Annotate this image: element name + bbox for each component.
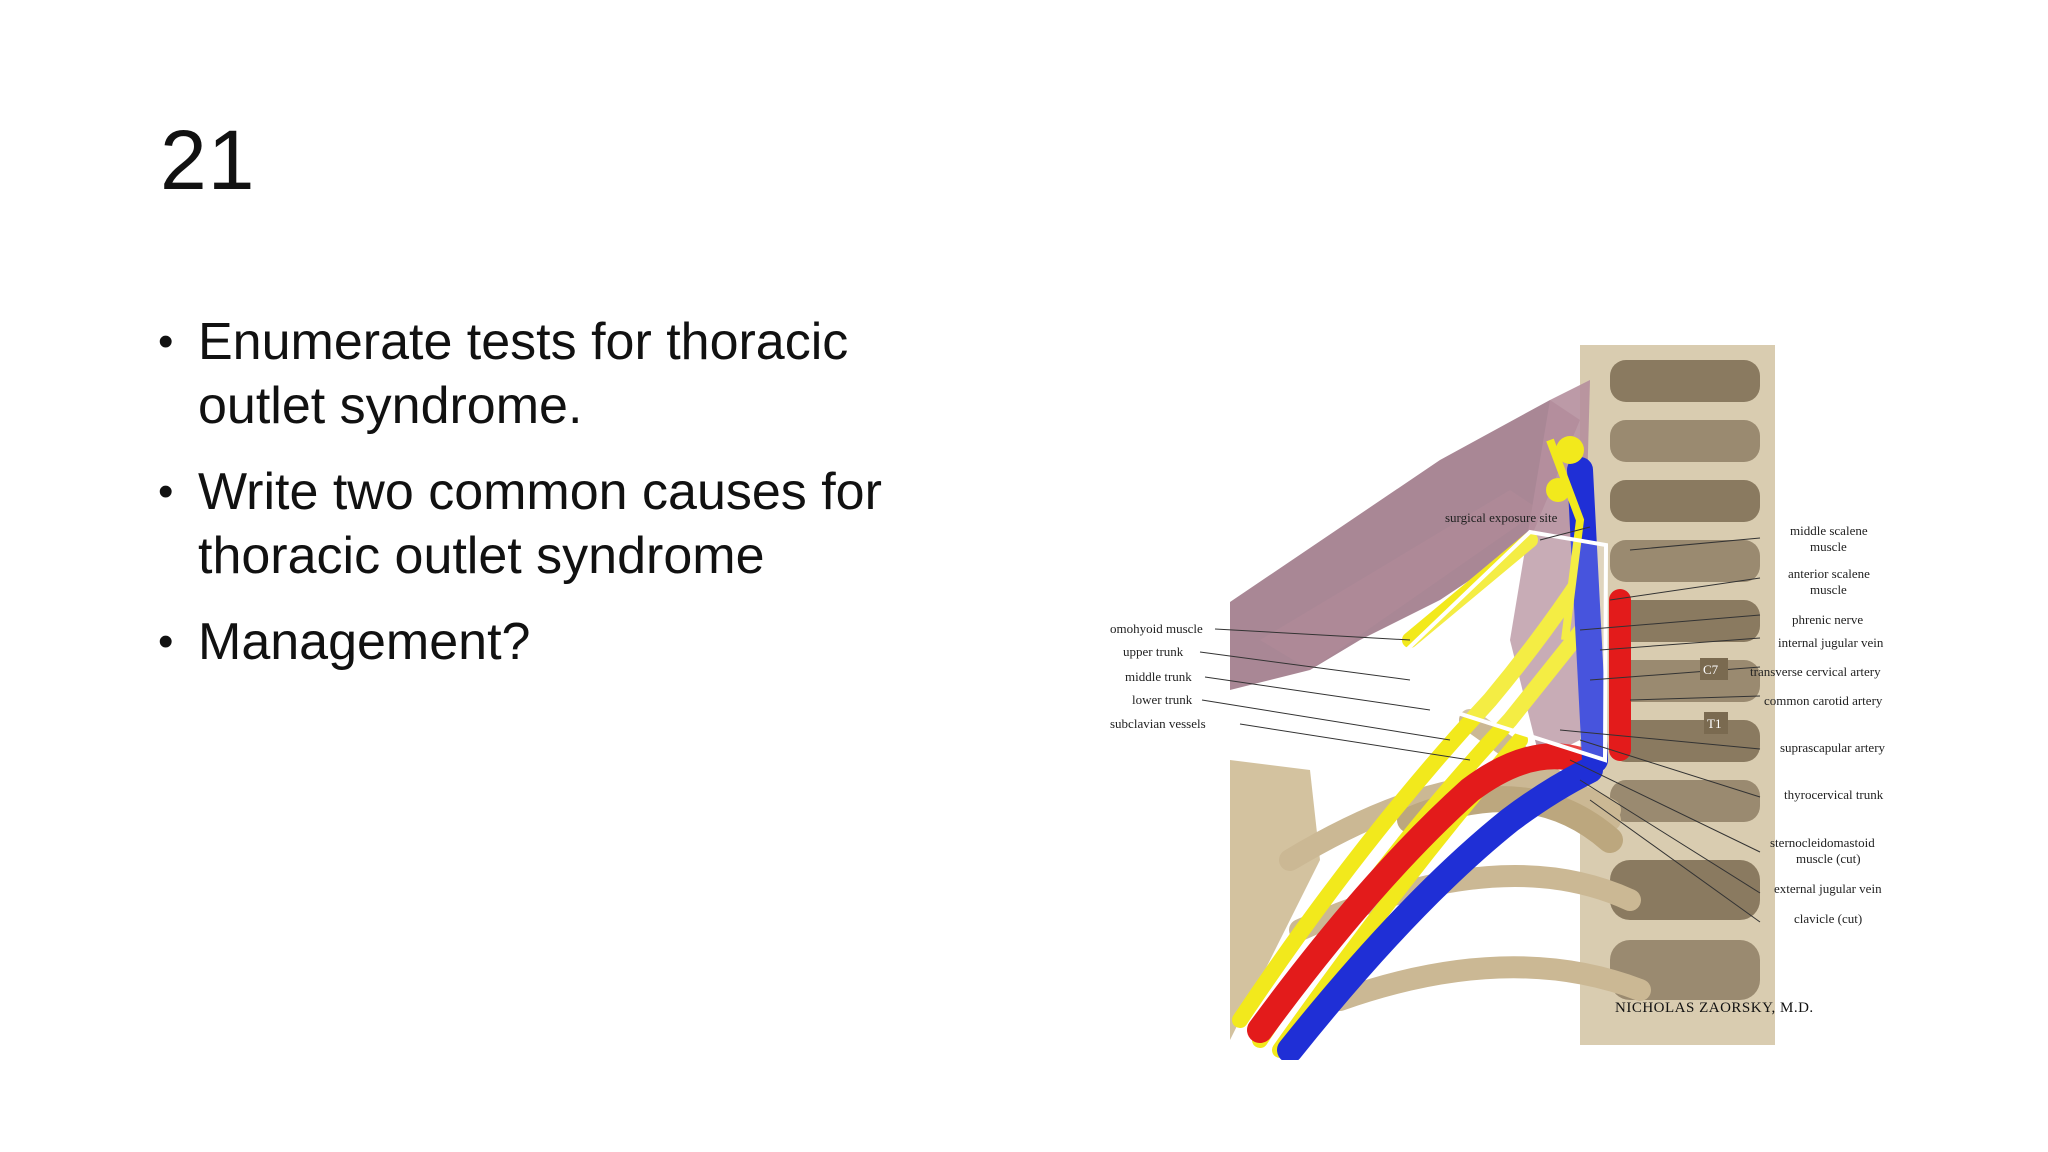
right-label: muscle (cut): [1796, 851, 1861, 866]
right-label: suprascapular artery: [1780, 740, 1886, 755]
right-label: internal jugular vein: [1778, 635, 1884, 650]
exposure-label: surgical exposure site: [1445, 510, 1558, 525]
vertebra-labels: C7 T1: [1700, 658, 1728, 734]
bullet-text-line: Write two common causes for: [198, 463, 882, 521]
bullet-text-line: thoracic outlet syndrome: [198, 527, 765, 585]
right-label: sternocleidomastoid: [1770, 835, 1875, 850]
right-label: clavicle (cut): [1794, 911, 1862, 926]
surgical-exposure-triangle: [1366, 529, 1609, 763]
illustration-credit: NICHOLAS ZAORSKY, M.D.: [1615, 1000, 1814, 1016]
bullet-dot: •: [158, 317, 174, 366]
left-labels: omohyoid muscle upper trunk middle trunk…: [1110, 621, 1206, 731]
bullet-text-line: outlet syndrome.: [198, 377, 583, 435]
right-label: muscle: [1810, 582, 1847, 597]
right-label: anterior scalene: [1788, 566, 1870, 581]
bullet-item: • Write two common causes for thoracic o…: [158, 460, 978, 588]
right-label: transverse cervical artery: [1750, 664, 1881, 679]
left-label: omohyoid muscle: [1110, 621, 1203, 636]
right-label: external jugular vein: [1774, 881, 1882, 896]
vertebra-label-c7: C7: [1703, 662, 1719, 677]
left-label: upper trunk: [1123, 644, 1184, 659]
bullet-dot: •: [158, 467, 174, 516]
left-label: middle trunk: [1125, 669, 1192, 684]
subclavian-artery: [1247, 743, 1593, 1043]
bullet-item: • Management?: [158, 610, 978, 674]
bullet-dot: •: [158, 617, 174, 666]
bullet-text-line: Management?: [198, 613, 531, 671]
right-label: phrenic nerve: [1792, 612, 1863, 627]
leader-lines: [1199, 526, 1761, 923]
anatomy-svg: C7 T1 surgical exposure site omohyoid mu…: [1110, 345, 1886, 1060]
right-label: thyrocervical trunk: [1784, 787, 1884, 802]
left-label: lower trunk: [1132, 692, 1193, 707]
right-label: common carotid artery: [1764, 693, 1883, 708]
bullet-item: • Enumerate tests for thoracic outlet sy…: [158, 310, 978, 438]
bullet-text-line: Enumerate tests for thoracic: [198, 313, 849, 371]
right-label: muscle: [1810, 539, 1847, 554]
right-label: middle scalene: [1790, 523, 1868, 538]
subclavian-vein: [1277, 757, 1603, 1060]
bullet-list: • Enumerate tests for thoracic outlet sy…: [158, 310, 978, 696]
anatomy-illustration: C7 T1 surgical exposure site omohyoid mu…: [1110, 340, 1910, 1060]
right-labels: middle scalene muscle anterior scalene m…: [1750, 523, 1886, 926]
left-label: subclavian vessels: [1110, 716, 1206, 731]
vertebra-label-t1: T1: [1707, 716, 1721, 731]
slide-title: 21: [160, 113, 256, 207]
scapula: [1230, 760, 1320, 1040]
